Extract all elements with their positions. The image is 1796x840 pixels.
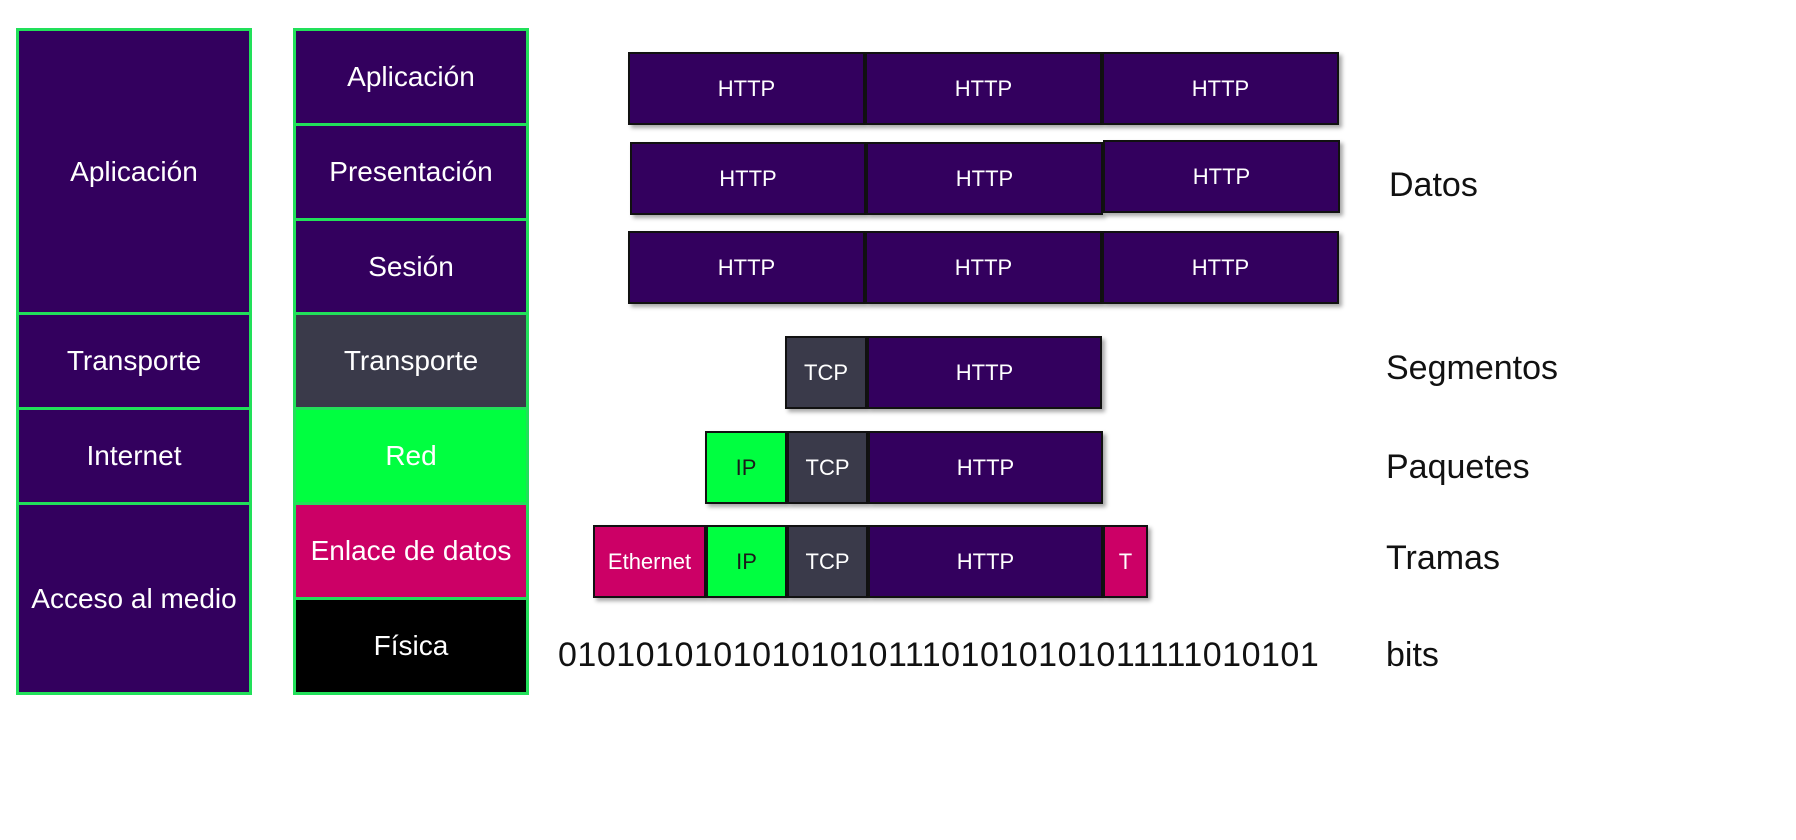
tcpip-layer-label: Internet <box>86 440 182 471</box>
tcpip-layer-aplicacion: Aplicación <box>16 28 252 315</box>
http-cell: HTTP <box>630 142 866 215</box>
tcpip-layer-label: Acceso al medio <box>31 582 237 614</box>
osi-layer-label: Transporte <box>343 345 479 376</box>
osi-layer-presentacion: Presentación <box>293 123 529 221</box>
bits-stream: 0101010101010101011101010101011111010101… <box>558 636 1318 674</box>
pdu-name-tramas: Tramas <box>1386 539 1500 577</box>
tcpip-layer-transporte: Transporte <box>16 312 252 410</box>
ethernet-cell: Ethernet <box>593 525 706 598</box>
pdu-name-bits: bits <box>1386 636 1439 674</box>
pdu-name-paquetes: Paquetes <box>1386 448 1530 486</box>
http-cell: HTTP <box>866 142 1103 215</box>
tcp-cell: TCP <box>785 336 867 409</box>
tcp-cell: TCP <box>787 525 868 598</box>
tcpip-layer-internet: Internet <box>16 407 252 505</box>
osi-layer-sesion: Sesión <box>293 218 529 315</box>
pdu-name-datos: Datos <box>1389 166 1478 204</box>
pdu-name-segmentos: Segmentos <box>1386 349 1558 387</box>
osi-layer-label: Red <box>385 440 437 471</box>
http-cell: HTTP <box>628 52 865 125</box>
http-cell: HTTP <box>628 231 865 304</box>
http-cell: HTTP <box>868 431 1103 504</box>
tcpip-layer-acceso-al-medio: Acceso al medio <box>16 502 252 695</box>
osi-layer-red: Red <box>293 407 529 505</box>
osi-layer-label: Aplicación <box>347 61 475 92</box>
ip-cell: IP <box>706 525 787 598</box>
http-cell: HTTP <box>868 525 1103 598</box>
tcp-cell: TCP <box>787 431 868 504</box>
http-cell: HTTP <box>1102 231 1339 304</box>
ip-cell: IP <box>705 431 787 504</box>
osi-layer-label: Presentación <box>329 156 493 187</box>
http-cell: HTTP <box>865 52 1102 125</box>
osi-layer-aplicacion: Aplicación <box>293 28 529 126</box>
http-cell: HTTP <box>867 336 1102 409</box>
trailer-cell: T <box>1103 525 1148 598</box>
tcpip-layer-label: Aplicación <box>70 155 198 187</box>
http-cell: HTTP <box>1103 140 1340 213</box>
osi-layer-fisica: Física <box>293 597 529 695</box>
osi-layer-enlace-de-datos: Enlace de datos <box>293 502 529 600</box>
http-cell: HTTP <box>865 231 1102 304</box>
osi-layer-label: Enlace de datos <box>310 535 512 566</box>
http-cell: HTTP <box>1102 52 1339 125</box>
osi-layer-transporte: Transporte <box>293 312 529 410</box>
osi-layer-label: Física <box>373 630 449 661</box>
osi-layer-label: Sesión <box>368 250 454 282</box>
tcpip-layer-label: Transporte <box>66 345 202 376</box>
